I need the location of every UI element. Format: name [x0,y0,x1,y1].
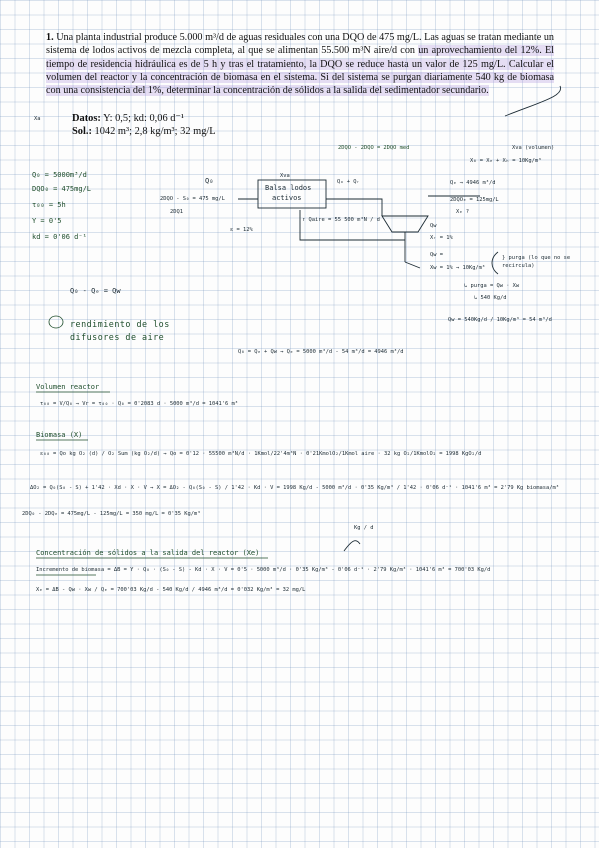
clarifier-shape [381,215,429,233]
to-clarifier [326,198,383,216]
datos-value: Y: 0,5; kd: 0,06 d⁻¹ [103,113,185,124]
note-purga-3: ↳ 540 Kg/d [474,295,507,301]
label-s0: 2DQ1 [170,209,183,215]
label-qw2: Qw = [430,252,443,258]
label-reactor-line2: activos [272,194,302,202]
note-kgd: Kg / d [354,525,374,531]
note-q0: Q₀ = 5000m³/d [32,171,87,179]
note-xva-volumen: Xva (volumen) [512,145,555,151]
section-biomasa-title: Biomasa (X) [36,431,83,439]
label-dqoe: 2DQOₑ = 125mg/L [450,197,499,203]
label-xr: Xᵣ = 1% [430,235,453,241]
note-y: Y = 0'5 [32,217,62,225]
recycle-line [299,210,405,241]
label-q0-inlet: 2DQO - S₀ = 475 mg/L [160,196,225,202]
note-q-balance: Q₀ - Qₑ = Qw [70,287,121,295]
note-rendimiento: rendimiento de los difusores de aire [70,319,170,342]
note-q-total: Q₀ = Qₑ + Qw → Qₑ = 5000 m³/d - 54 m³/d … [238,349,404,355]
label-eff: ε = 12% [230,227,253,233]
kgd-curve [343,540,361,552]
section-conc-title: Concentración de sólidos a la salida del… [36,549,260,557]
label-qw: Qw [430,223,437,229]
label-qr: Qₒ + Qᵣ [337,179,360,185]
note-flow-top: 2DQO - 2DQO = 2DQO med [338,145,410,151]
eq-biomasa-o2: ε₀₀ = Qo kg O₂ (d) / O₂ Sum (kg O₂/d) → … [40,451,482,457]
sol-label: Sol.: [72,126,92,137]
eq-volumen: τ₀₀ = V/Q₀ → Vr = τ₀₀ · Q₀ = 0'2083 d · … [40,401,238,407]
purge-brace [491,251,499,275]
note-tau: τ₀₀ = 5h [32,201,66,209]
problem-text-a: Una planta industrial produce 5.000 m³/d… [46,32,555,57]
callout-curve [504,85,562,117]
solution-line: Sol.: 1042 m³; 2,8 kg/m³; 32 mg/L [72,126,216,137]
note-qw-calc: Qw = 540Kg/d / 10Kg/m³ = 54 m³/d [448,317,552,323]
label-qe: Qₑ → 4946 m³/d [450,180,496,186]
label-qaire: ↑ Qaire = 55 500 m³N / d [302,217,380,223]
reactor-box [257,179,327,209]
note-dqo0: DQO₀ = 475mg/L [32,185,92,193]
label-q0-diagram: Q₀ [205,177,214,185]
label-xe: Xₑ ? [456,209,469,215]
note-purga-2: ↳ purga = Qw · Xw [464,283,520,289]
label-xw: Xw = 1% → 10Kg/m³ [430,265,486,271]
datos-line: Datos: Y: 0,5; kd: 0,06 d⁻¹ [72,112,184,124]
eq-xe: Xₑ = ΔB - Qw · Xw / Qₑ = 700'03 Kg/d - 5… [36,587,306,593]
datos-label: Datos: [72,113,101,124]
problem-number: 1. [46,32,54,43]
sol-value: 1042 m³; 2,8 kg/m³; 32 mg/L [94,126,216,137]
note-purga: } purga (lo que no se recircula) [502,255,571,269]
note-x-sum: X₀ = Xₑ + Xₕ = 10Kg/m³ [470,158,542,164]
problem-statement: 1. Una planta industrial produce 5.000 m… [46,31,554,97]
purge-line [404,261,421,269]
note-kd: kd = 0'06 d⁻¹ [32,233,87,241]
section-volumen-title: Volumen reactor [36,383,100,391]
eq-biomasa-x: ΔO₂ = Q₀(S₀ - S) + 1'42 · Xd · X · V → X… [30,485,560,491]
eq-incremento-biomasa: Incremento de biomasa = ΔB = Y · Q₀ · (S… [36,567,491,573]
note-xa-left: Xa [34,116,41,122]
eq-dqo-diff: 2DQ₀ - 2DQₑ = 475mg/L - 125mg/L = 350 mg… [22,511,201,517]
label-reactor-line1: Balsa lodos [265,184,312,192]
label-reactor-top: Xva [280,173,290,179]
circle-marker [48,315,64,329]
